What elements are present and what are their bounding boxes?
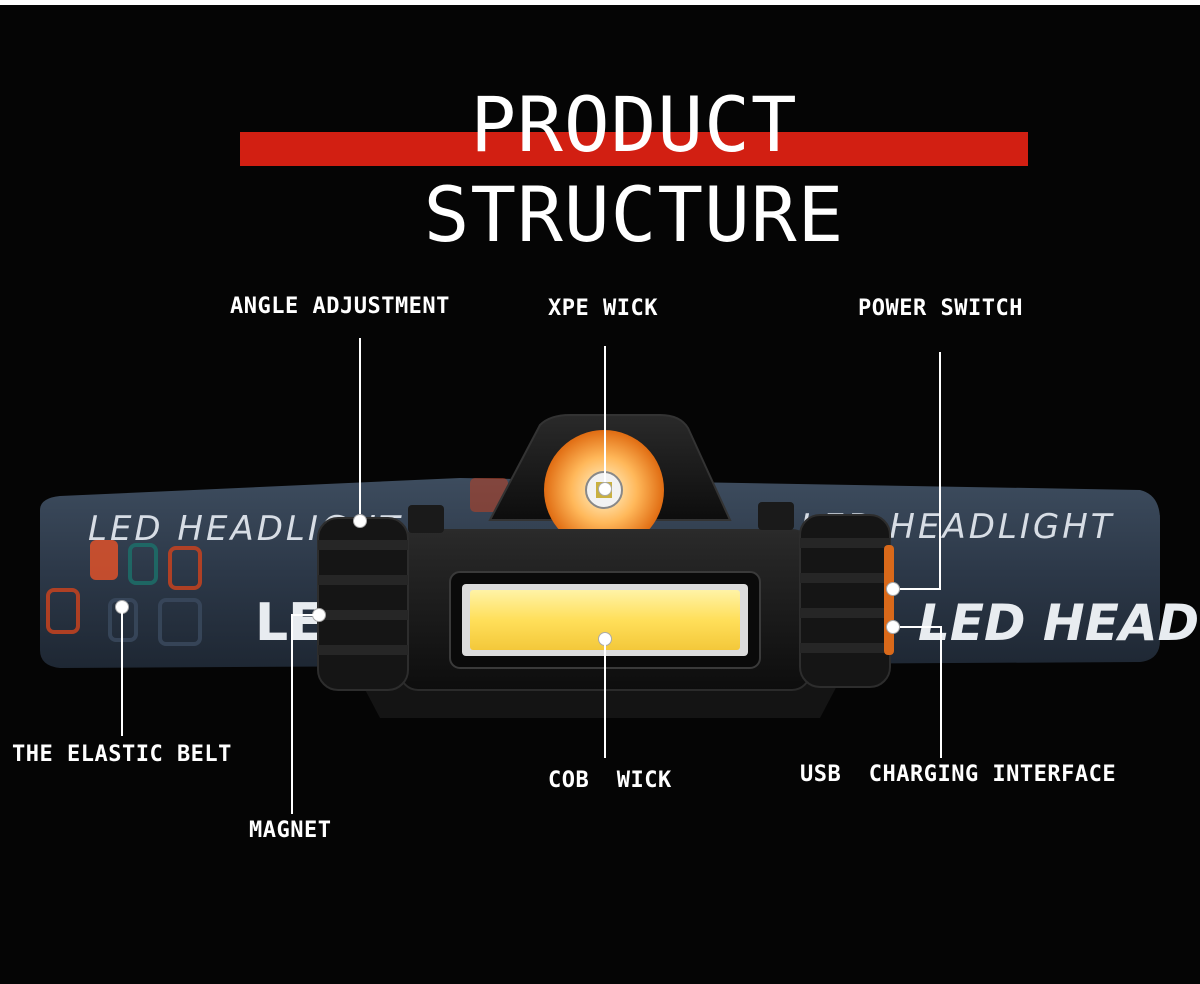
band-text-lower-right: LED HEADI [918, 594, 1200, 652]
dot-xpe-wick [598, 482, 612, 496]
line-usb-horizontal [893, 626, 941, 628]
line-usb-vertical [940, 626, 942, 758]
line-power-switch-horizontal [893, 588, 941, 590]
right-knob [799, 514, 894, 688]
line-magnet-horizontal [291, 614, 315, 616]
label-usb-charging: USB CHARGING INTERFACE [800, 762, 1117, 787]
label-cob-wick: COB WICK [548, 768, 672, 793]
title-block: PRODUCT STRUCTURE [240, 80, 1028, 259]
label-magnet: MAGNET [249, 818, 332, 843]
label-elastic-belt: THE ELASTIC BELT [12, 742, 232, 767]
line-cob-wick [604, 642, 606, 758]
cob-panel [470, 590, 740, 650]
line-power-switch-vertical [939, 352, 941, 590]
label-power-switch: POWER SWITCH [858, 296, 1023, 321]
top-border [0, 0, 1200, 5]
label-angle-adjustment: ANGLE ADJUSTMENT [230, 294, 450, 319]
left-knob [317, 517, 409, 691]
line-elastic-belt [121, 610, 123, 736]
page-title: PRODUCT STRUCTURE [423, 80, 845, 259]
dot-power-switch [886, 582, 900, 596]
line-angle-adjustment [359, 338, 361, 518]
body-tab-right [758, 502, 794, 530]
dot-angle-adjustment [353, 514, 367, 528]
body-tab-left [408, 505, 444, 533]
dot-usb [886, 620, 900, 634]
line-xpe-wick [604, 346, 606, 486]
line-magnet-vertical [291, 614, 293, 814]
title-underline-bar [240, 132, 1028, 166]
label-xpe-wick: XPE WICK [548, 296, 658, 321]
